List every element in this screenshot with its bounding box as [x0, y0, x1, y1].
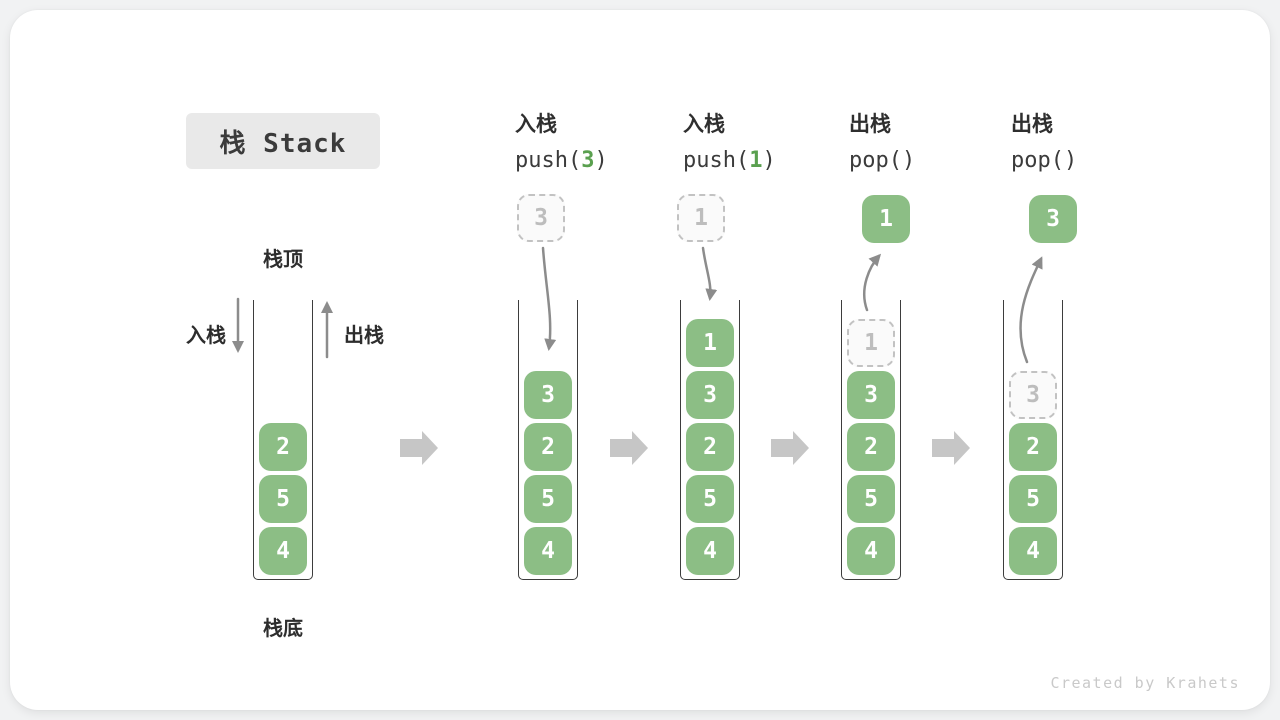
- stack-block: 1: [686, 319, 734, 367]
- float-value: 3: [1046, 206, 1060, 232]
- incoming-value-box-3: 3: [517, 194, 565, 242]
- stack-block: 5: [259, 475, 307, 523]
- code-text: pop(: [849, 148, 902, 173]
- stack-block: 4: [259, 527, 307, 575]
- code-text: pop(: [1011, 148, 1064, 173]
- title-box: 栈 Stack: [186, 113, 380, 169]
- operation-code: pop(): [849, 148, 915, 173]
- operation-label: 入栈: [515, 113, 557, 136]
- stack-block: 4: [847, 527, 895, 575]
- stack-block: 2: [524, 423, 572, 471]
- float-value: 3: [534, 205, 548, 231]
- stack-block: 2: [686, 423, 734, 471]
- operation-label: 出栈: [1011, 113, 1053, 136]
- stack-block: 3: [1009, 371, 1057, 419]
- stack-bottom-label: 栈底: [263, 618, 303, 640]
- stack-block: 2: [1009, 423, 1057, 471]
- stack-block: 5: [524, 475, 572, 523]
- operation-header-push-1: 入栈 push(1): [683, 108, 776, 173]
- code-text: ): [1063, 148, 1078, 173]
- code-text: push(: [515, 148, 582, 173]
- operation-code: push(1): [683, 148, 776, 173]
- code-text: push(: [683, 148, 750, 173]
- page-title: 栈 Stack: [219, 128, 347, 159]
- code-argument: 3: [581, 148, 595, 173]
- stack-block: 3: [847, 371, 895, 419]
- stack-block: 3: [686, 371, 734, 419]
- stack-block: 4: [524, 527, 572, 575]
- stack-block: 4: [686, 527, 734, 575]
- float-value: 1: [879, 206, 893, 232]
- stack-block: 5: [1009, 475, 1057, 523]
- operation-header-push-3: 入栈 push(3): [515, 108, 608, 173]
- stack-block: 1: [847, 319, 895, 367]
- operation-header-pop-3: 出栈 pop(): [1011, 108, 1077, 173]
- stack-top-label: 栈顶: [263, 249, 303, 271]
- code-text: ): [901, 148, 916, 173]
- code-text: ): [762, 148, 776, 173]
- pop-side-label: 出栈: [344, 325, 384, 347]
- stack-block: 4: [1009, 527, 1057, 575]
- popped-value-box-1: 1: [862, 195, 910, 243]
- stack-block: 3: [524, 371, 572, 419]
- stack-block: 2: [259, 423, 307, 471]
- watermark: Created by Krahets: [1050, 674, 1240, 692]
- operation-label: 出栈: [849, 113, 891, 136]
- stack-block: 5: [847, 475, 895, 523]
- stack-block: 2: [847, 423, 895, 471]
- stack-block: 5: [686, 475, 734, 523]
- operation-header-pop-1: 出栈 pop(): [849, 108, 915, 173]
- operation-code: push(3): [515, 148, 608, 173]
- incoming-value-box-1: 1: [677, 194, 725, 242]
- code-text: ): [594, 148, 608, 173]
- float-value: 1: [694, 205, 708, 231]
- popped-value-box-3: 3: [1029, 195, 1077, 243]
- push-side-label: 入栈: [186, 325, 226, 347]
- operation-label: 入栈: [683, 113, 725, 136]
- operation-code: pop(): [1011, 148, 1077, 173]
- code-argument: 1: [749, 148, 763, 173]
